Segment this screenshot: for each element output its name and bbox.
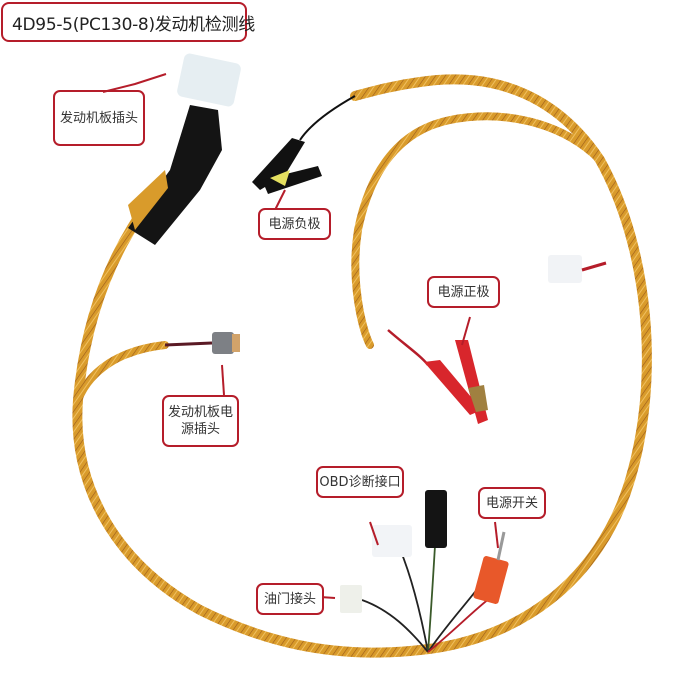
callout-throttle-connector: 油门接头	[256, 583, 324, 615]
toggle-switch-part	[473, 531, 509, 604]
side-connector-part	[548, 255, 607, 283]
negative-clip-part	[252, 95, 356, 194]
positive-clip-part	[387, 329, 488, 424]
callout-power-negative: 电源负极	[258, 208, 331, 240]
callout-obd-port: OBD诊断接口	[316, 466, 404, 498]
callout-engine-board-power-plug: 发动机板电 源插头	[162, 395, 239, 447]
engine-board-power-plug-part	[164, 332, 240, 354]
page-title: 4D95-5(PC130-8)发动机检测线	[1, 2, 255, 42]
obd-plug-part	[372, 525, 412, 557]
throttle-plug-part	[340, 585, 362, 613]
braided-harness	[72, 74, 652, 658]
callout-engine-board-plug: 发动机板插头	[53, 90, 145, 146]
black-plug-part	[425, 490, 447, 548]
callout-power-positive: 电源正极	[427, 276, 500, 308]
engine-board-plug-part	[128, 53, 241, 245]
callout-power-switch: 电源开关	[478, 487, 546, 519]
